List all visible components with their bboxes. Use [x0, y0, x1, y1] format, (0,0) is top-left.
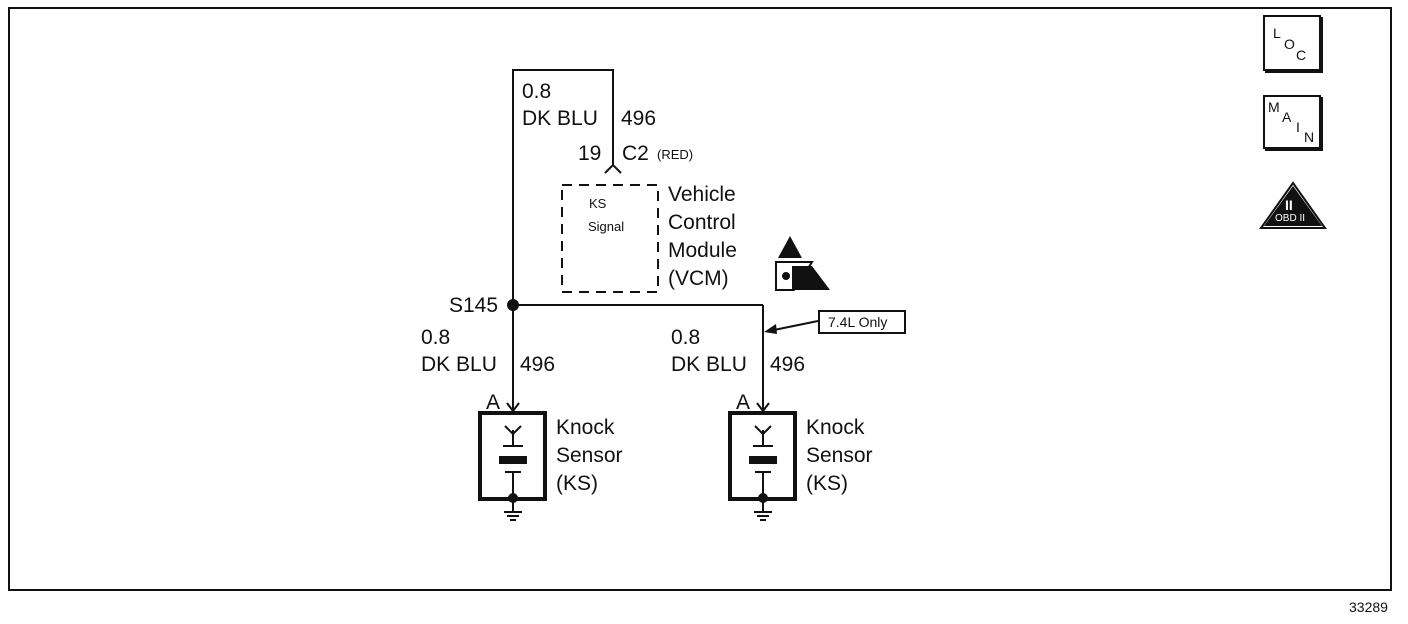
top-wire-gauge: 0.8	[522, 80, 552, 103]
right-wire-circuit: 496	[770, 353, 806, 376]
vcm-inner-label-2: Signal	[588, 219, 625, 234]
loc-letter-o: O	[1284, 36, 1295, 52]
figure-number: 33289	[1349, 599, 1388, 615]
vcm-inner-label-1: KS	[589, 196, 607, 211]
loc-letter-c: C	[1296, 47, 1307, 63]
top-wire-circuit: 496	[621, 107, 657, 130]
vcm-name-3: Module	[668, 239, 737, 262]
right-sensor-pin: A	[736, 391, 751, 414]
left-sensor-name-2: Sensor	[556, 444, 623, 467]
esd-warning-icon	[775, 236, 830, 291]
main-letter-n: N	[1304, 129, 1315, 145]
connector-name: C2	[622, 142, 649, 165]
splice-dot	[507, 299, 519, 311]
left-sensor-pin: A	[486, 391, 501, 414]
top-wire	[512, 69, 614, 305]
right-sensor-name-3: (KS)	[806, 472, 848, 495]
main-letter-a: A	[1282, 109, 1292, 125]
splice-label: S145	[449, 294, 499, 317]
main-letter-i: I	[1296, 119, 1300, 135]
connector-note: (RED)	[657, 147, 694, 162]
left-wire-gauge: 0.8	[421, 326, 451, 349]
left-sensor-name-3: (KS)	[556, 472, 598, 495]
loc-letter-l: L	[1273, 25, 1281, 41]
left-wire-color: DK BLU	[421, 353, 497, 376]
callout-arrowhead	[764, 324, 777, 334]
vcm-name-1: Vehicle	[668, 183, 736, 206]
vcm-name-2: Control	[668, 211, 736, 234]
callout-box: 7.4L Only	[818, 310, 906, 334]
callout-leader	[768, 320, 819, 332]
right-sensor-name-1: Knock	[806, 416, 865, 439]
vcm-dashed-box	[561, 184, 659, 293]
connector-pin: 19	[578, 142, 602, 165]
top-wire-color: DK BLU	[522, 107, 598, 130]
loc-icon[interactable]: L O C	[1263, 15, 1321, 71]
left-sensor-name-1: Knock	[556, 416, 615, 439]
obd-numeral: II	[1285, 197, 1293, 213]
right-wire-gauge: 0.8	[671, 326, 701, 349]
connector-chevron	[604, 163, 622, 174]
right-wire-color: DK BLU	[671, 353, 747, 376]
right-sensor-name-2: Sensor	[806, 444, 873, 467]
obd-ii-icon	[1259, 181, 1327, 229]
main-icon[interactable]: M A I N	[1263, 95, 1321, 149]
callout-text: 7.4L Only	[828, 314, 888, 330]
diagram-frame	[8, 7, 1392, 591]
left-wire-circuit: 496	[520, 353, 556, 376]
obd-label: OBD II	[1275, 213, 1306, 224]
vcm-name-4: (VCM)	[668, 267, 729, 290]
main-letter-m: M	[1268, 99, 1280, 115]
